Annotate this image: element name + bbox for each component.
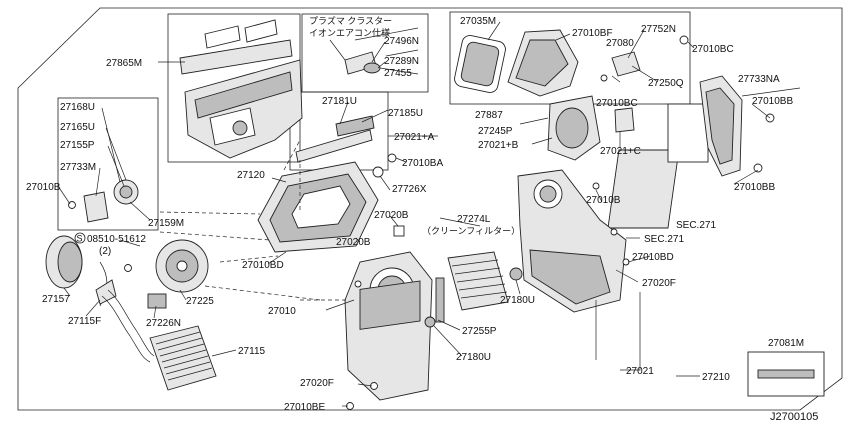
label-27159M: 27159M bbox=[148, 218, 184, 229]
clean-filter bbox=[424, 251, 523, 328]
label-27250Q: 27250Q bbox=[648, 78, 684, 89]
heater-unit-upper-case bbox=[179, 19, 303, 159]
label-27020F-bot: 27020F bbox=[300, 378, 334, 389]
bolt-symbol-letter: S bbox=[77, 234, 83, 244]
label-27887: 27887 bbox=[475, 110, 503, 121]
label-27010BD-right: 27010BD bbox=[632, 252, 674, 263]
heater-core bbox=[101, 289, 217, 391]
label-27035M: 27035M bbox=[460, 16, 496, 27]
label-27181U: 27181U bbox=[322, 96, 357, 107]
dashed-guide-lines bbox=[159, 139, 348, 301]
diagram-frame bbox=[17, 7, 843, 411]
note-ion-line1: プラズマ クラスター bbox=[309, 15, 392, 26]
label-27115F: 27115F bbox=[68, 316, 101, 327]
note-clean-filter: （クリーンフィルター） bbox=[422, 226, 520, 236]
intake-upper-group bbox=[454, 29, 689, 161]
label-bolt-code: 08510-51612 bbox=[87, 234, 146, 245]
label-27021B: 27021+B bbox=[478, 140, 519, 151]
label-27180U-top: 27180U bbox=[500, 295, 535, 306]
bolt-symbol bbox=[74, 232, 86, 244]
label-27733NA: 27733NA bbox=[738, 74, 780, 85]
caution-label-stripe bbox=[757, 369, 815, 379]
leader-lines bbox=[57, 21, 801, 407]
label-27010: 27010 bbox=[268, 306, 296, 317]
label-27010BB-top: 27010BB bbox=[752, 96, 793, 107]
diagram-ref-code: J2700105 bbox=[770, 411, 818, 423]
label-27021: 27021 bbox=[626, 366, 654, 377]
label-27010BC-top: 27010BC bbox=[692, 44, 734, 55]
label-27225: 27225 bbox=[186, 296, 214, 307]
label-27010B-right: 27010B bbox=[586, 195, 621, 206]
label-27021A: 27021+A bbox=[394, 132, 435, 143]
label-27010BC-mid: 27010BC bbox=[596, 98, 638, 109]
label-27752N: 27752N bbox=[641, 24, 676, 35]
label-27168U: 27168U bbox=[60, 102, 95, 113]
evaporator-and-duct-right bbox=[607, 75, 775, 229]
label-27185U: 27185U bbox=[388, 108, 423, 119]
label-27245P: 27245P bbox=[478, 126, 513, 137]
heater-unit-main bbox=[257, 161, 405, 253]
label-SEC271-a: SEC.271 bbox=[676, 220, 716, 231]
label-27274L: 27274L bbox=[457, 214, 491, 225]
label-27155P: 27155P bbox=[60, 140, 95, 151]
blower-lower-case bbox=[344, 251, 433, 401]
label-27289N: 27289N bbox=[384, 56, 419, 67]
blower-motor-group bbox=[45, 235, 209, 309]
label-27496N: 27496N bbox=[384, 36, 419, 47]
label-27010BF: 27010BF bbox=[572, 28, 613, 39]
intake-box bbox=[517, 169, 630, 313]
label-27081M: 27081M bbox=[768, 338, 804, 349]
label-27210: 27210 bbox=[702, 372, 730, 383]
label-27010BB-bot: 27010BB bbox=[734, 182, 775, 193]
label-27021C: 27021+C bbox=[600, 146, 641, 157]
note-ion-line2: イオンエアコン仕様 bbox=[309, 27, 390, 38]
label-27726X: 27726X bbox=[392, 184, 427, 195]
label-27226N: 27226N bbox=[146, 318, 181, 329]
label-27020F-right: 27020F bbox=[642, 278, 676, 289]
label-27157: 27157 bbox=[42, 294, 70, 305]
actuator-group-left bbox=[68, 179, 139, 223]
ion-generator-parts bbox=[329, 39, 386, 75]
fasteners bbox=[346, 280, 378, 410]
part-labels: プラズマ クラスター イオンエアコン仕様 27865M 27496N 27289… bbox=[26, 15, 818, 423]
label-27080: 27080 bbox=[606, 38, 634, 49]
label-27010BD-left: 27010BD bbox=[242, 260, 284, 271]
label-27180U-bot: 27180U bbox=[456, 352, 491, 363]
group-box-actuators bbox=[57, 97, 159, 231]
label-27020B-top: 27020B bbox=[374, 210, 409, 221]
label-27010BE: 27010BE bbox=[284, 402, 325, 413]
label-27165U: 27165U bbox=[60, 122, 95, 133]
label-27020B-bot: 27020B bbox=[336, 237, 371, 248]
label-27010B-left: 27010B bbox=[26, 182, 61, 193]
label-SEC271-b: SEC.271 bbox=[644, 234, 684, 245]
label-27010BA: 27010BA bbox=[402, 158, 443, 169]
label-27115: 27115 bbox=[238, 346, 266, 357]
label-27733M: 27733M bbox=[60, 162, 96, 173]
label-27865M: 27865M bbox=[106, 58, 142, 69]
label-27120: 27120 bbox=[237, 170, 265, 181]
label-27455: 27455 bbox=[384, 68, 412, 79]
label-27255P: 27255P bbox=[462, 326, 497, 337]
label-bolt-qty: (2) bbox=[99, 246, 111, 257]
